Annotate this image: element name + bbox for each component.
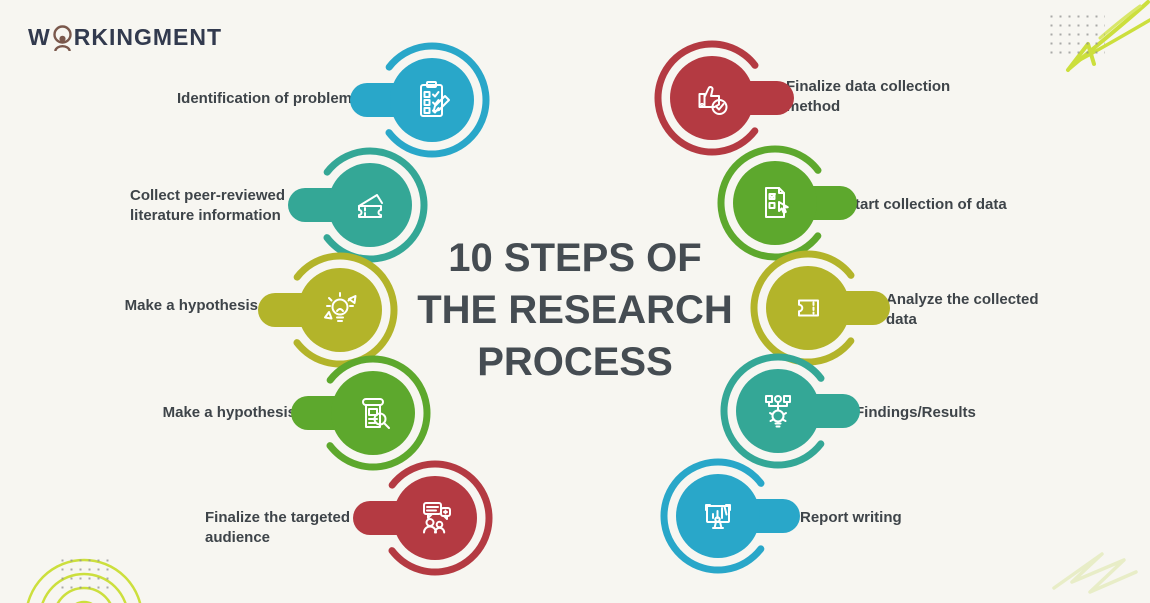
step-ring [750,250,866,366]
step-circle [390,58,474,142]
step-label-collect-literature: Collect peer-reviewed literature informa… [130,187,286,224]
step-badge-10 [660,458,800,574]
step-ring [315,355,431,471]
step-ring [374,42,490,158]
scribble-bottom-right-icon [1052,552,1138,594]
step-label-finalize-audience: Finalize the targeted audience [205,509,351,546]
dot-grid-bottom-left [58,556,110,592]
step-label-identification-of-problem: Identification of problem [177,90,352,107]
network-idea-icon [765,395,791,428]
step-label-start-collection: Start collection of data [845,196,1007,213]
step-badge-5 [353,460,493,576]
form-select-icon [765,187,789,218]
step-badge-2 [288,147,428,263]
clipboard-checklist-icon [420,81,450,117]
brand-prefix: W [28,24,51,50]
step-badge-3 [258,252,398,368]
step-ring [654,40,770,156]
step-badge-1 [350,42,490,158]
step-circle [328,163,412,247]
step-label-report-writing: Report writing [800,509,902,526]
step-badge-9 [720,353,860,469]
step-circle [766,266,850,350]
step-ring [720,353,836,469]
idea-bulb-icon [324,292,357,322]
step-badge-7 [717,145,857,261]
step-circle [733,161,817,245]
title-line-2: THE RESEARCH [417,288,733,332]
step-ring [377,460,493,576]
step-ring [660,458,776,574]
step-circle [331,371,415,455]
step-circle [298,268,382,352]
step-ring [312,147,428,263]
step-circle [670,56,754,140]
page-title: 10 STEPS OF THE RESEARCH PROCESS [415,232,735,388]
brand-suffix: RKINGMENT [73,24,222,50]
title-line-3: PROCESS [477,340,673,384]
step-label-make-hypothesis-1: Make a hypothesis [124,297,258,314]
step-circle [393,476,477,560]
step-ring [717,145,833,261]
monitor-chart-icon [705,504,731,529]
step-circle [676,474,760,558]
ticket-icon [798,299,819,317]
audience-discussion-icon [423,502,451,534]
step-badge-8 [750,250,890,366]
title-line-1: 10 STEPS OF [448,236,702,280]
thumbs-up-check-icon [698,86,728,115]
step-badge-4 [291,355,431,471]
brand-logo: W RKINGMENT [28,24,222,51]
step-badge-6 [654,40,794,156]
document-search-icon [362,398,390,429]
step-circle [736,369,820,453]
step-label-finalize-data-collection: Finalize data collection method [786,78,951,115]
step-ring [282,252,398,368]
tickets-icon [358,194,383,218]
dot-grid-top-right [1047,12,1105,58]
step-label-analyze-data: Analyze the collected data [886,291,1039,328]
step-label-findings-results: Findings/Results [855,404,976,421]
person-in-o-icon [53,25,72,51]
step-label-make-hypothesis-2: Make a hypothesis [162,404,296,421]
